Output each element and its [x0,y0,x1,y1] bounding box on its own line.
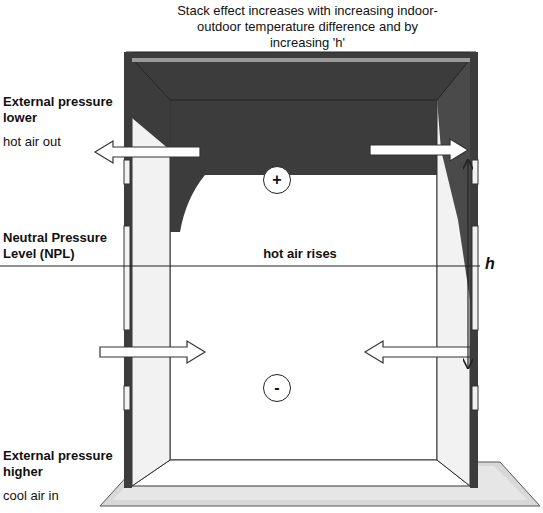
flow-label: hot air out [3,134,93,150]
zone-label: External pressure lower [3,94,125,126]
height-dimension [467,160,468,368]
airflow-arrows [95,139,470,363]
right-wall-edge [470,52,478,488]
flow-label: cool air in [3,488,98,504]
hot-air-zone [170,100,437,232]
zone-label: External pressure higher [3,448,125,480]
roof [126,52,476,100]
left-wall [132,58,170,486]
npl-label: Neutral Pressure Level (NPL) [3,230,123,262]
pressure-sign: + [272,172,281,188]
pressure-sign: - [274,380,279,396]
npl-line [0,266,480,267]
left-wall-edge [124,52,132,488]
dimension-label: h [485,256,515,272]
pressure-circle: - [263,374,291,402]
pressure-circle: + [263,166,291,194]
right-wall [437,58,470,486]
flow-label: hot air rises [240,246,360,262]
note-text: Stack effect increases with increasing i… [170,3,445,51]
window-openings [124,160,478,410]
roof-edge [132,58,470,62]
floor [132,460,470,486]
